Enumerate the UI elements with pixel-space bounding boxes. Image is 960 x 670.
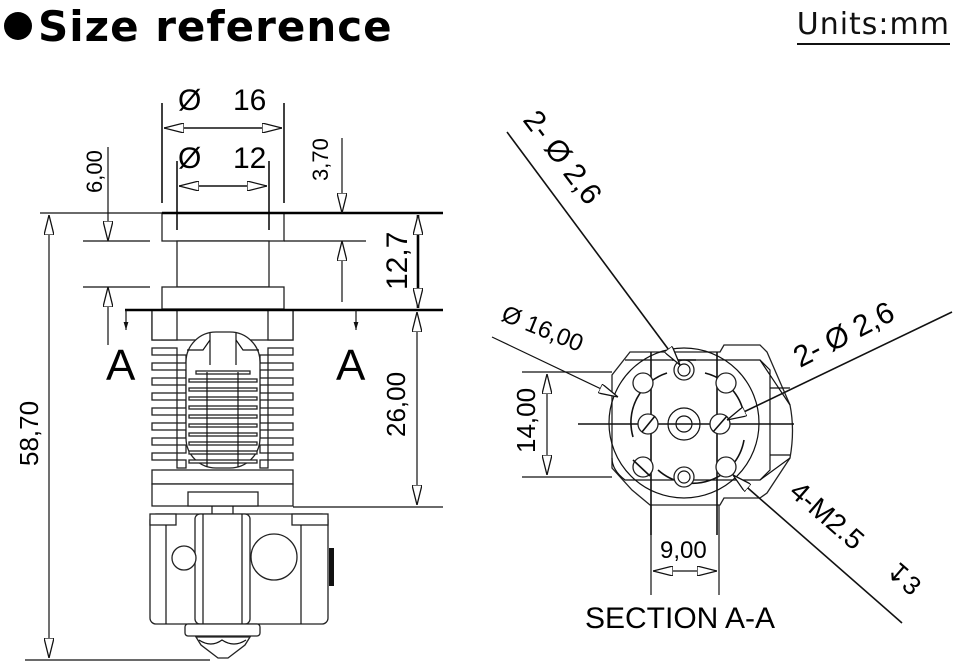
heatsink-fin-web (259, 444, 269, 454)
dim-heatsink-height: 26,00 (381, 312, 417, 505)
thread-depth-label: ↧3 (880, 555, 927, 601)
dim-inner-diameter: Ø 12 (176, 142, 270, 230)
dim-section-height: 14,00 (511, 371, 612, 478)
inner-fin (195, 370, 251, 375)
section-marker-left: A (106, 310, 136, 390)
threaded-hole (632, 372, 654, 394)
svg-text:4-M2.5: 4-M2.5 (784, 475, 870, 556)
heatsink-fin (151, 347, 178, 356)
heatsink-fin (267, 422, 294, 431)
heater-cartridge-hole (250, 533, 298, 581)
dim-label-groove-mount-height: 12,7 (381, 232, 414, 290)
dim-label-top-flange: 3,70 (308, 138, 333, 181)
inner-fin (188, 441, 258, 446)
heatsink-fin (267, 452, 294, 461)
heatsink-fin-web (259, 399, 269, 409)
heatsink-fin-web (176, 414, 187, 424)
diameter-symbol: Ø (178, 142, 201, 175)
heatsink-fin (267, 407, 294, 416)
heatsink-fin (151, 452, 178, 461)
inner-fin (188, 450, 258, 455)
callout-circle-diameter: Ø 16,00 (491, 301, 618, 397)
svg-text:9,00: 9,00 (660, 537, 707, 564)
hole-center (667, 407, 701, 441)
nozzle (194, 636, 252, 659)
heatsink-fin (151, 362, 178, 371)
heatsink-fin (151, 437, 178, 446)
heatsink-fin-web (259, 414, 269, 424)
dim-top-flange: 3,70 (308, 138, 342, 302)
threaded-hole (632, 456, 654, 478)
heatsink-fin-web (176, 369, 187, 379)
dim-outer-diameter: Ø 16 (161, 84, 285, 203)
inner-fin (188, 405, 258, 410)
inner-fin (188, 459, 258, 464)
heatsink-fin (267, 347, 294, 356)
heatsink-fin (151, 407, 178, 416)
units-label: Units:mm (796, 8, 950, 45)
inner-fin (188, 432, 258, 437)
inner-fin (188, 414, 258, 419)
heatsink-fin (267, 362, 294, 371)
dim-label-total-height: 58,70 (14, 401, 44, 466)
diameter-symbol: Ø (178, 84, 201, 117)
heatsink-fin-web (176, 384, 187, 394)
heatsink-fin (267, 392, 294, 401)
section-marker-right: A (336, 310, 366, 390)
section-view: 2- Ø 2,6 2- Ø 2,6 Ø 16,00 4-M2.5 ↧3 14,0… (491, 104, 953, 635)
title-text: Size reference (38, 2, 393, 51)
hole-left (637, 413, 659, 435)
heatsink (151, 309, 294, 507)
heatsink-fin-web (259, 384, 269, 394)
heatsink-fin-web (176, 459, 187, 469)
thermistor-hole (171, 545, 197, 571)
front-view: Ø 16 Ø 12 6,00 3,70 (14, 84, 443, 661)
threaded-hole (715, 456, 737, 478)
heatsink-fin (267, 377, 294, 386)
heatsink-fin (151, 377, 178, 386)
inner-fin (188, 378, 258, 383)
svg-text:2- Ø 2,6: 2- Ø 2,6 (788, 296, 900, 375)
heatsink-fin (151, 392, 178, 401)
section-label: SECTION A-A (585, 602, 775, 635)
heatsink-fin-web (176, 399, 187, 409)
dim-total-height: 58,70 (14, 215, 49, 658)
page-title: Size reference (4, 2, 393, 51)
dim-groove-offset: 6,00 (82, 147, 108, 345)
inner-fin (188, 423, 258, 428)
heater-block (149, 506, 334, 659)
lower-flange (161, 286, 285, 310)
inner-fin (188, 387, 258, 392)
heatsink-fin-web (259, 459, 269, 469)
svg-text:A: A (106, 341, 136, 390)
dim-label-outer-diameter: 16 (233, 84, 266, 117)
dim-label-inner-diameter: 12 (233, 142, 266, 175)
threaded-hole (715, 372, 737, 394)
svg-text:14,00: 14,00 (511, 388, 541, 453)
hole-right (709, 413, 731, 435)
heatsink-fin (151, 422, 178, 431)
heatsink-fin-web (259, 369, 269, 379)
dim-groove-mount-height: 12,7 (381, 215, 418, 308)
svg-text:2- Ø 2,6: 2- Ø 2,6 (516, 104, 608, 210)
dim-label-groove-offset: 6,00 (82, 150, 107, 193)
svg-text:Ø 16,00: Ø 16,00 (498, 301, 587, 358)
dim-label-heatsink-height: 26,00 (381, 372, 411, 437)
heatsink-fin (267, 437, 294, 446)
heatsink-fin-web (176, 429, 187, 439)
dim-section-width: 9,00 (650, 505, 720, 595)
top-flange (161, 212, 285, 242)
heatsink-fin-web (176, 354, 187, 364)
heatsink-fin-web (259, 354, 269, 364)
heatsink-fin-web (176, 444, 187, 454)
svg-text:A: A (336, 341, 366, 390)
set-screw (329, 548, 334, 586)
inner-fin (188, 396, 258, 401)
hole-bottom (673, 466, 695, 488)
groove-neck (176, 240, 270, 288)
bullet-icon (4, 11, 32, 40)
heatsink-fin-web (259, 429, 269, 439)
